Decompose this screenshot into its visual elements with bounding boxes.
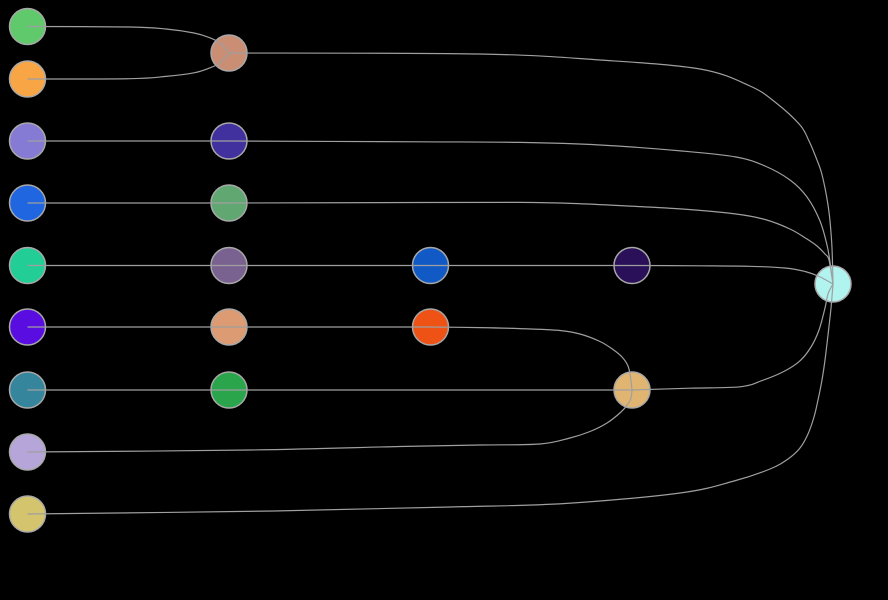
edge-orange-red-to-tan [430, 326, 633, 391]
edge-dark-indigo-to-pale-turquoise [631, 264, 834, 285]
edge-dark-slate-blue-to-pale-turquoise [228, 140, 834, 285]
edge-light-purple-to-tan [27, 389, 633, 453]
edge-orange-to-rosy-brown [27, 52, 230, 80]
edge-sea-green-to-pale-turquoise [228, 201, 834, 285]
edge-rosy-brown-to-pale-turquoise [228, 52, 834, 285]
edge-dark-khaki-to-pale-turquoise [27, 283, 834, 515]
edge-tan-to-pale-turquoise [631, 283, 834, 391]
edge-green-to-rosy-brown [27, 25, 230, 54]
